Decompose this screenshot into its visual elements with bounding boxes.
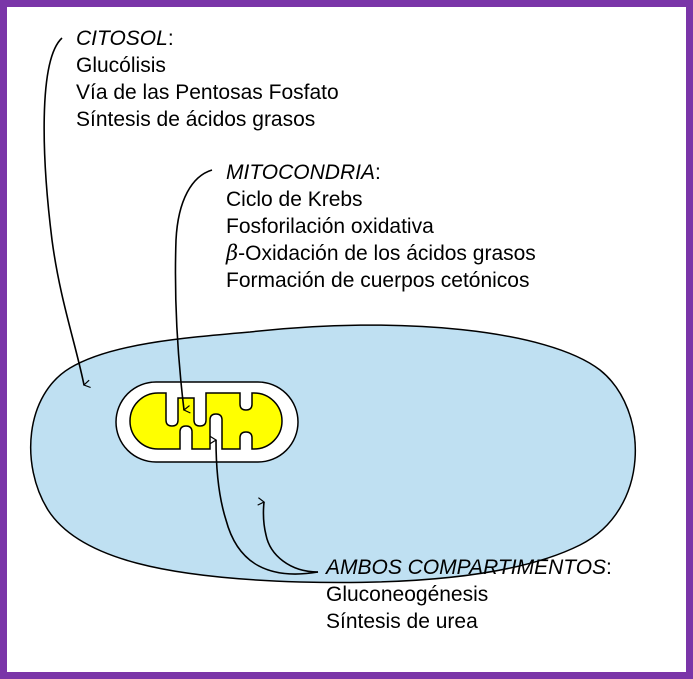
- ambos-arrow-mitochondrion: [209, 435, 319, 575]
- ambos-arrow-cytosol: [257, 497, 319, 573]
- cytosol-shape: [29, 324, 636, 584]
- mitochondrion-matrix: [129, 392, 283, 450]
- ambos-label-block: AMBOS COMPARTIMENTOS: Gluconeogénesis Sí…: [326, 554, 612, 635]
- mitocondria-item-krebs: Ciclo de Krebs: [226, 188, 363, 211]
- ambos-item-sintesis-urea: Síntesis de urea: [326, 610, 478, 633]
- mitocondria-item-cuerpos-cetonicos: Formación de cuerpos cetónicos: [226, 269, 530, 292]
- beta-symbol: β: [226, 241, 239, 265]
- citosol-label-block: CITOSOL: Glucólisis Vía de las Pentosas …: [76, 25, 339, 133]
- citosol-item-sintesis-acidos-grasos: Síntesis de ácidos grasos: [76, 108, 316, 131]
- mitocondria-item-fosforilacion: Fosforilación oxidativa: [226, 215, 434, 238]
- citosol-item-pentosas-fosfato: Vía de las Pentosas Fosfato: [76, 81, 339, 104]
- citosol-heading: CITOSOL:: [76, 27, 174, 50]
- mitocondria-label-block: MITOCONDRIA: Ciclo de Krebs Fosforilació…: [226, 159, 536, 294]
- ambos-item-gluconeogenesis: Gluconeogénesis: [326, 583, 489, 606]
- mitocondria-item-beta-oxidacion: β-Oxidación de los ácidos grasos: [226, 241, 536, 265]
- mitocondria-heading: MITOCONDRIA:: [226, 161, 381, 184]
- ambos-heading: AMBOS COMPARTIMENTOS:: [326, 556, 612, 579]
- citosol-arrow: [43, 37, 91, 389]
- citosol-item-glucolisis: Glucólisis: [76, 54, 166, 77]
- mitocondria-arrow: [174, 169, 213, 414]
